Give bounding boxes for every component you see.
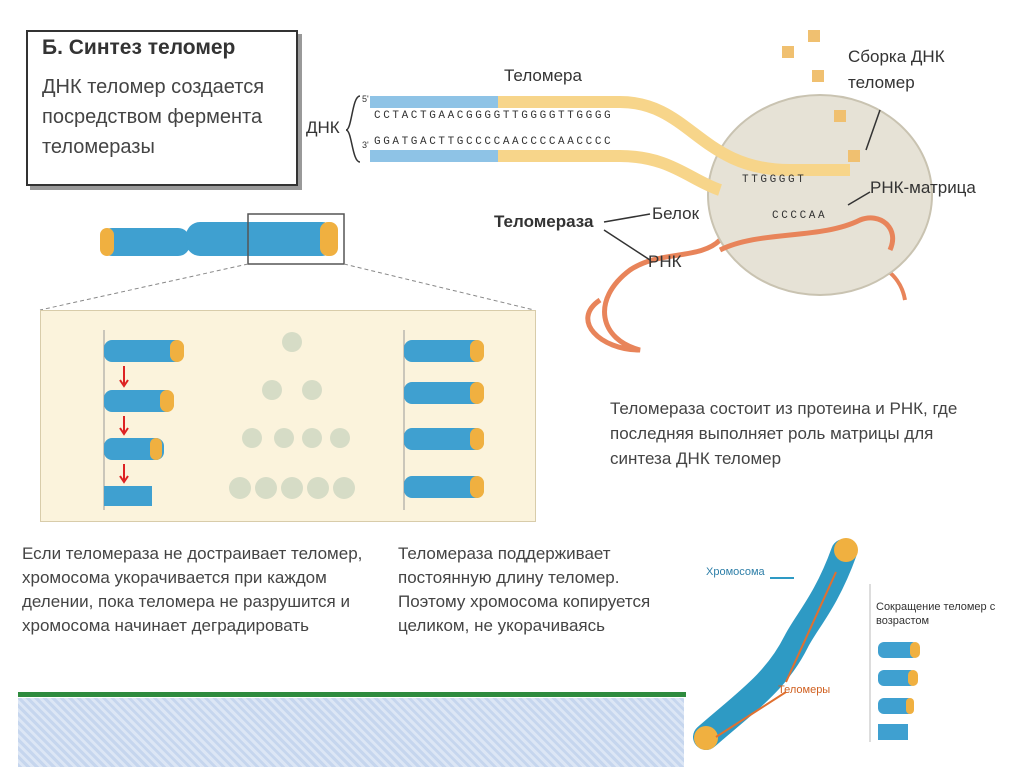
protein-label: Белок [652, 204, 700, 223]
chromosome-segment [104, 340, 184, 362]
chromosome-segment [404, 382, 484, 404]
rna-template-label: РНК-матрица [870, 178, 976, 197]
top-strand-sequence: CCTACTGAACGGGGTTGGGGTTGGGG [374, 110, 614, 122]
inset-chromosome-segment [878, 642, 918, 658]
cell [281, 477, 303, 499]
telomere-pointer [785, 571, 837, 683]
chromosome-segment [104, 486, 152, 506]
cell [302, 428, 322, 448]
nucleotide [812, 70, 824, 82]
green-divider [18, 692, 690, 697]
telomere-cap [910, 642, 920, 658]
rna-loop [718, 215, 896, 253]
title-box [26, 30, 298, 186]
dna-telomerase-diagram [39, 30, 933, 353]
inset-telomeres-label: Теломеры [778, 684, 831, 696]
telomere-cap [470, 476, 484, 498]
telomere-cap [170, 340, 184, 362]
pointer-assembly [865, 109, 881, 151]
dna-bracket [345, 95, 361, 163]
telomere-label: Теломера [504, 66, 582, 85]
cell [262, 380, 282, 400]
nucleotide [848, 150, 860, 162]
inset-chromosome-segment [878, 670, 916, 686]
telomere-cap [694, 726, 718, 750]
zoom-box [247, 213, 345, 265]
inset-chromosome [693, 539, 857, 750]
inset-chromosome-segment [878, 698, 914, 714]
telomere-cap [320, 222, 338, 256]
pointer-protein [603, 213, 651, 223]
telomerase-label: Теломераза [494, 212, 594, 231]
cell [229, 477, 251, 499]
pointer-rna [603, 229, 651, 261]
chromosome-segment [104, 390, 174, 412]
cell [242, 428, 262, 448]
telomere-cap [150, 438, 162, 460]
cell [255, 477, 277, 499]
cell [330, 428, 350, 448]
caption-left: Если теломераза не достраивает теломер, … [22, 544, 363, 635]
telomere-cap [100, 228, 114, 256]
chromosome-segment [404, 428, 484, 450]
chromosome-segment [404, 340, 484, 362]
inset-chromosome-segment [878, 724, 908, 740]
telomere-cap [906, 698, 914, 714]
inset-graphics [693, 538, 920, 750]
prime5-label: 5' [362, 94, 369, 104]
assembly-label: Сборка ДНК теломер [848, 47, 945, 92]
bottom-strand-sequence: GGATGACTTGCCCCAACCCCAACCCC [374, 136, 614, 148]
nucleotide [808, 30, 820, 42]
chromosome-right-arm [186, 222, 336, 256]
telomere-pointer [715, 691, 787, 738]
inset-chromosome-label: Хромосома [706, 566, 765, 578]
nucleotide [782, 46, 794, 58]
zoom-line [343, 263, 535, 311]
top-strand-telomere [498, 96, 850, 176]
page-title: Б. Синтез теломер [42, 36, 236, 59]
dna-label: ДНК [306, 118, 340, 137]
prime3-label: 3' [362, 140, 369, 150]
chromosome-segment [104, 438, 164, 460]
bottom-strand-blue [370, 150, 498, 162]
zoom-line [39, 263, 249, 311]
bottom-pattern-band [18, 698, 684, 767]
telomerase-enzyme [707, 94, 933, 296]
inset-shortening-label: Сокращение теломер с возрастом [876, 601, 996, 627]
red-arrow [119, 416, 129, 436]
telomere-cap [834, 538, 858, 562]
chromosome-left-arm [100, 228, 190, 256]
new-bases-sequence: TTGGGGT [742, 174, 807, 186]
template-sequence: CCCCAA [772, 210, 828, 222]
chromosome-segment [404, 476, 484, 498]
division-panel-graphics [103, 330, 484, 510]
page-subtitle: ДНК теломер создается посредством фермен… [42, 76, 265, 158]
cell [282, 332, 302, 352]
telomere-cap [160, 390, 174, 412]
telomerase-description: Теломераза состоит из протеина и РНК, гд… [610, 399, 958, 468]
cell [302, 380, 322, 400]
cell [274, 428, 294, 448]
cell [307, 477, 329, 499]
bottom-strand-telomere [498, 150, 723, 196]
nucleotide [834, 110, 846, 122]
telomere-cap [908, 670, 918, 686]
rna-label: РНК [648, 252, 682, 271]
caption-right: Теломераза поддерживает постоянную длину… [398, 544, 651, 635]
red-arrow [119, 366, 129, 388]
pointer-rna-template [847, 191, 871, 206]
telomere-cap [470, 340, 484, 362]
telomere-cap [470, 428, 484, 450]
top-strand-blue [370, 96, 498, 108]
red-arrow [119, 464, 129, 484]
cell [333, 477, 355, 499]
telomere-cap [470, 382, 484, 404]
